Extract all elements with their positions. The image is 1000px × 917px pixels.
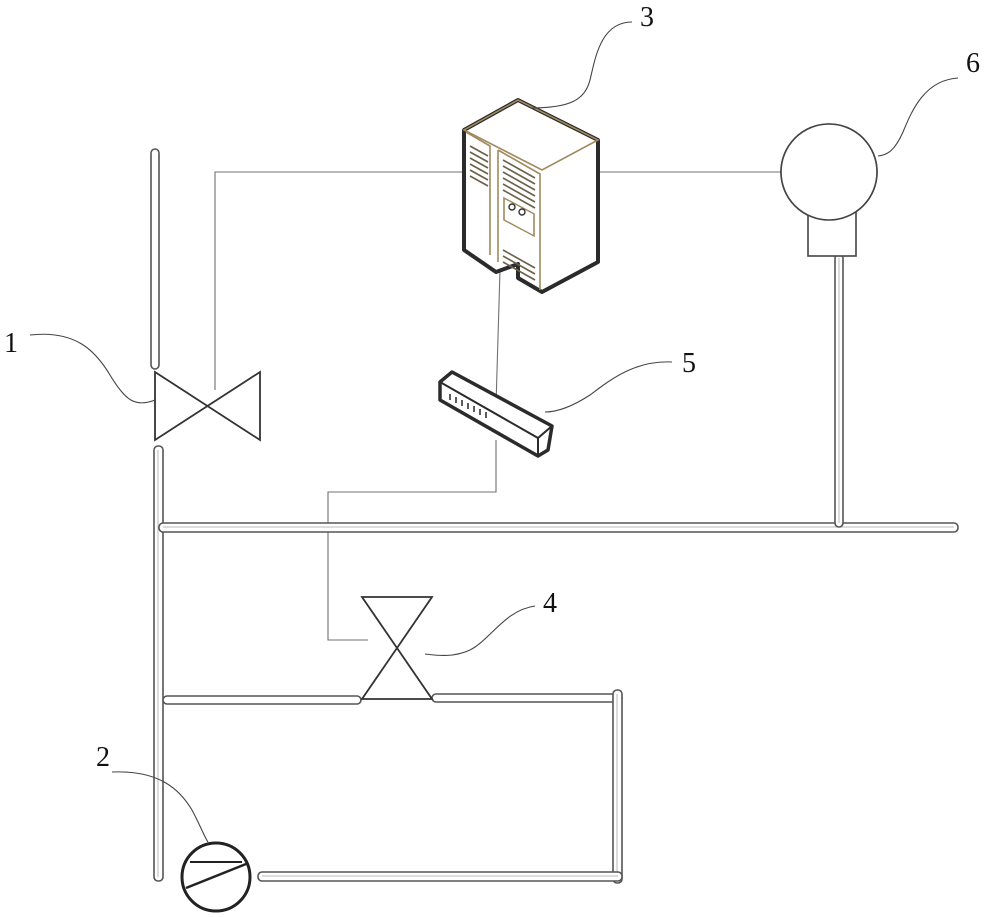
wire-cabinet-to-valve-1: [215, 172, 465, 390]
control-cabinet-3: [464, 100, 598, 292]
pump-2: [182, 843, 250, 911]
cabinet-outline: [464, 100, 598, 292]
wire-cabinet-to-switch-5: [496, 270, 500, 405]
pipe-upper-left: [151, 149, 159, 369]
label-cabinet-3: 3: [640, 2, 654, 33]
pipe-from-valve-4: [432, 694, 622, 702]
valve-1-symbol: [155, 372, 260, 440]
leader-5: [545, 362, 672, 412]
leader-3: [530, 22, 632, 108]
label-valve-1: 1: [4, 328, 18, 359]
leader-1: [30, 334, 155, 403]
pipe-to-valve-4: [163, 696, 361, 704]
label-pump-2: 2: [96, 742, 110, 773]
valve-4: [362, 597, 432, 699]
label-valve-4: 4: [543, 588, 557, 619]
label-switch-5: 5: [682, 348, 696, 379]
label-fan-6: 6: [966, 48, 980, 79]
leader-6: [878, 78, 958, 156]
leader-4: [425, 606, 535, 655]
fan-6: [781, 124, 877, 256]
valve-1: [155, 372, 260, 440]
valve-4-symbol: [362, 597, 432, 699]
